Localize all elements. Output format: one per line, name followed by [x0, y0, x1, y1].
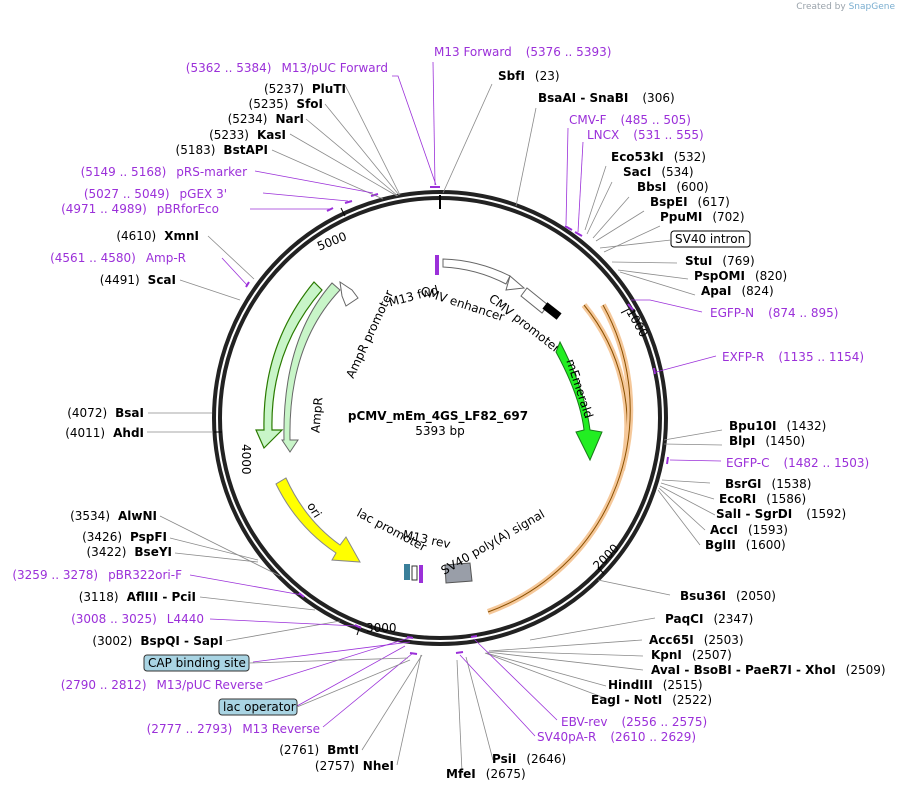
- site-sali-sgrdi: SalI - SgrDI(1592): [716, 507, 846, 521]
- site-ppumi: PpuMI(702): [660, 210, 745, 224]
- site-bmti: (2761)BmtI: [279, 743, 359, 757]
- site-ahdi: (4011)AhdI: [65, 426, 144, 440]
- primer-prs-marker: (5149 .. 5168)pRS-marker: [81, 165, 247, 179]
- svg-text:lac operator: lac operator: [223, 700, 296, 714]
- primer-amp-r: (4561 .. 4580)Amp-R: [50, 251, 186, 265]
- feature-ampr-promoter: AmpR promoter: [339, 280, 396, 380]
- site-hindiii: HindIII(2515): [608, 678, 703, 692]
- site-xmni: (4610)XmnI: [116, 229, 199, 243]
- primer-pgex3: (5027 .. 5049)pGEX 3': [84, 187, 227, 201]
- site-psii: PsiI(2646): [492, 752, 566, 766]
- map-title: pCMV_mEm_4GS_LF82_697: [348, 409, 528, 424]
- site-leader-lines: [147, 83, 723, 773]
- backbone: [212, 190, 668, 646]
- site-scai: (4491)ScaI: [100, 273, 176, 287]
- snapgene-branding: Created by SnapGene: [796, 2, 895, 12]
- boxed-sv40-intron: SV40 intron: [599, 230, 751, 249]
- site-bsai: (4072)BsaI: [67, 406, 144, 420]
- boxed-lac-operator: lac operator: [218, 659, 411, 716]
- primer-marks: [245, 186, 669, 655]
- site-eco53ki: Eco53kI(532): [611, 150, 706, 164]
- site-eagi-noti: EagI - NotI(2522): [591, 693, 712, 707]
- boxed-cap-binding-site: CAP binding site: [143, 654, 409, 672]
- primer-egfp-n: EGFP-N(874 .. 895): [710, 306, 839, 320]
- site-ecori: EcoRI(1586): [719, 492, 806, 506]
- site-bpu10i: Bpu10I(1432): [729, 419, 826, 433]
- site-bglii: BglII(1600): [705, 538, 786, 552]
- site-paqci: PaqCI(2347): [665, 612, 753, 626]
- site-acc65i: Acc65I(2503): [649, 633, 744, 647]
- feature-sv40-polya: SV40 poly(A) signal: [439, 507, 547, 584]
- snapgene-logo: SnapGene: [848, 2, 895, 12]
- site-apai: ApaI(824): [701, 284, 774, 298]
- site-bstapi: (5183)BstAPI: [176, 143, 268, 157]
- site-bsaai-snabi: BsaAI - SnaBI(306): [538, 91, 675, 105]
- primer-pbrforeco: (4971 .. 4989)pBRforEco: [61, 202, 219, 216]
- site-bspqi-sapi: (3002)BspQI - SapI: [92, 634, 223, 648]
- primer-egfp-c: EGFP-C(1482 .. 1503): [726, 456, 869, 470]
- primer-m13-puc-reverse: (2790 .. 2812)M13/pUC Reverse: [61, 678, 263, 692]
- svg-text:SV40 poly(A) signal: SV40 poly(A) signal: [439, 507, 547, 578]
- svg-text:4000: 4000: [239, 444, 253, 475]
- site-bspei: BspEI(617): [650, 195, 730, 209]
- site-pspomi: PspOMI(820): [694, 269, 787, 283]
- primer-m13-puc-forward: (5362 .. 5384)M13/pUC Forward: [186, 61, 388, 75]
- primer-pbr322ori-f: (3259 .. 3278)pBR322ori-F: [12, 568, 182, 582]
- svg-text:CMV promoter: CMV promoter: [486, 291, 563, 355]
- svg-text:mEmerald: mEmerald: [563, 357, 595, 420]
- right-site-labels: SbfI(23) BsaAI - SnaBI(306) Eco53kI(532)…: [446, 69, 886, 781]
- svg-text:AmpR: AmpR: [308, 397, 325, 434]
- site-avai-group: AvaI - BsoBI - PaeR7I - XhoI(2509): [651, 663, 886, 677]
- feature-sv40-intron: [486, 303, 634, 615]
- site-bbsi: BbsI(600): [637, 180, 709, 194]
- site-alwni: (3534)AlwNI: [70, 509, 157, 523]
- site-nhei: (2757)NheI: [315, 759, 394, 773]
- site-sfoi: (5235)SfoI: [249, 97, 323, 111]
- primer-leader-lines: [189, 61, 722, 737]
- svg-text:SV40 intron: SV40 intron: [675, 232, 745, 246]
- site-bsu36i: Bsu36I(2050): [680, 589, 776, 603]
- primer-exfp-r: EXFP-R(1135 .. 1154): [722, 350, 864, 364]
- primer-ebv-rev: EBV-rev(2556 .. 2575): [561, 715, 707, 729]
- primer-labels: M13 Forward(5376 .. 5393) (5362 .. 5384)…: [12, 45, 869, 744]
- map-length: 5393 bp: [415, 424, 465, 438]
- tick-4000: 4000: [214, 431, 253, 475]
- site-bseyi: (3422)BseYI: [87, 545, 173, 559]
- primer-lncx: LNCX(531 .. 555): [587, 128, 704, 142]
- site-afliii-pcii: (3118)AflIII - PciI: [79, 590, 196, 604]
- site-kasi: (5233)KasI: [209, 128, 286, 142]
- site-kpni: KpnI(2507): [651, 648, 732, 662]
- feature-ori: ori: [275, 477, 361, 563]
- svg-text:CAP binding site: CAP binding site: [148, 656, 246, 670]
- feature-ampr: AmpR: [255, 281, 341, 453]
- site-nari: (5234)NarI: [228, 112, 304, 126]
- primer-m13-forward: M13 Forward(5376 .. 5393): [434, 45, 611, 59]
- primer-sv40pa-r: SV40pA-R(2610 .. 2629): [537, 730, 696, 744]
- site-stui: StuI(769): [685, 254, 755, 268]
- site-blpi: BlpI(1450): [729, 434, 805, 448]
- primer-m13-reverse: (2777 .. 2793)M13 Reverse: [147, 722, 320, 736]
- site-acci: AccI(1593): [710, 523, 788, 537]
- svg-text:3000: 3000: [366, 621, 397, 635]
- site-pspfi: (3426)PspFI: [82, 530, 167, 544]
- left-site-labels: (5237)PluTI (5235)SfoI (5234)NarI (5233)…: [65, 82, 394, 773]
- site-sbfi: SbfI(23): [498, 69, 560, 83]
- primer-l4440: (3008 .. 3025)L4440: [71, 612, 204, 626]
- primer-cmv-f: CMV-F(485 .. 505): [569, 113, 691, 127]
- site-saci: SacI(534): [623, 165, 694, 179]
- feature-mEmerald: mEmerald: [555, 340, 603, 462]
- site-bsrgi: BsrGI(1538): [725, 477, 811, 491]
- site-pluti: (5237)PluTI: [264, 82, 346, 96]
- site-mfei: MfeI(2675): [446, 767, 526, 781]
